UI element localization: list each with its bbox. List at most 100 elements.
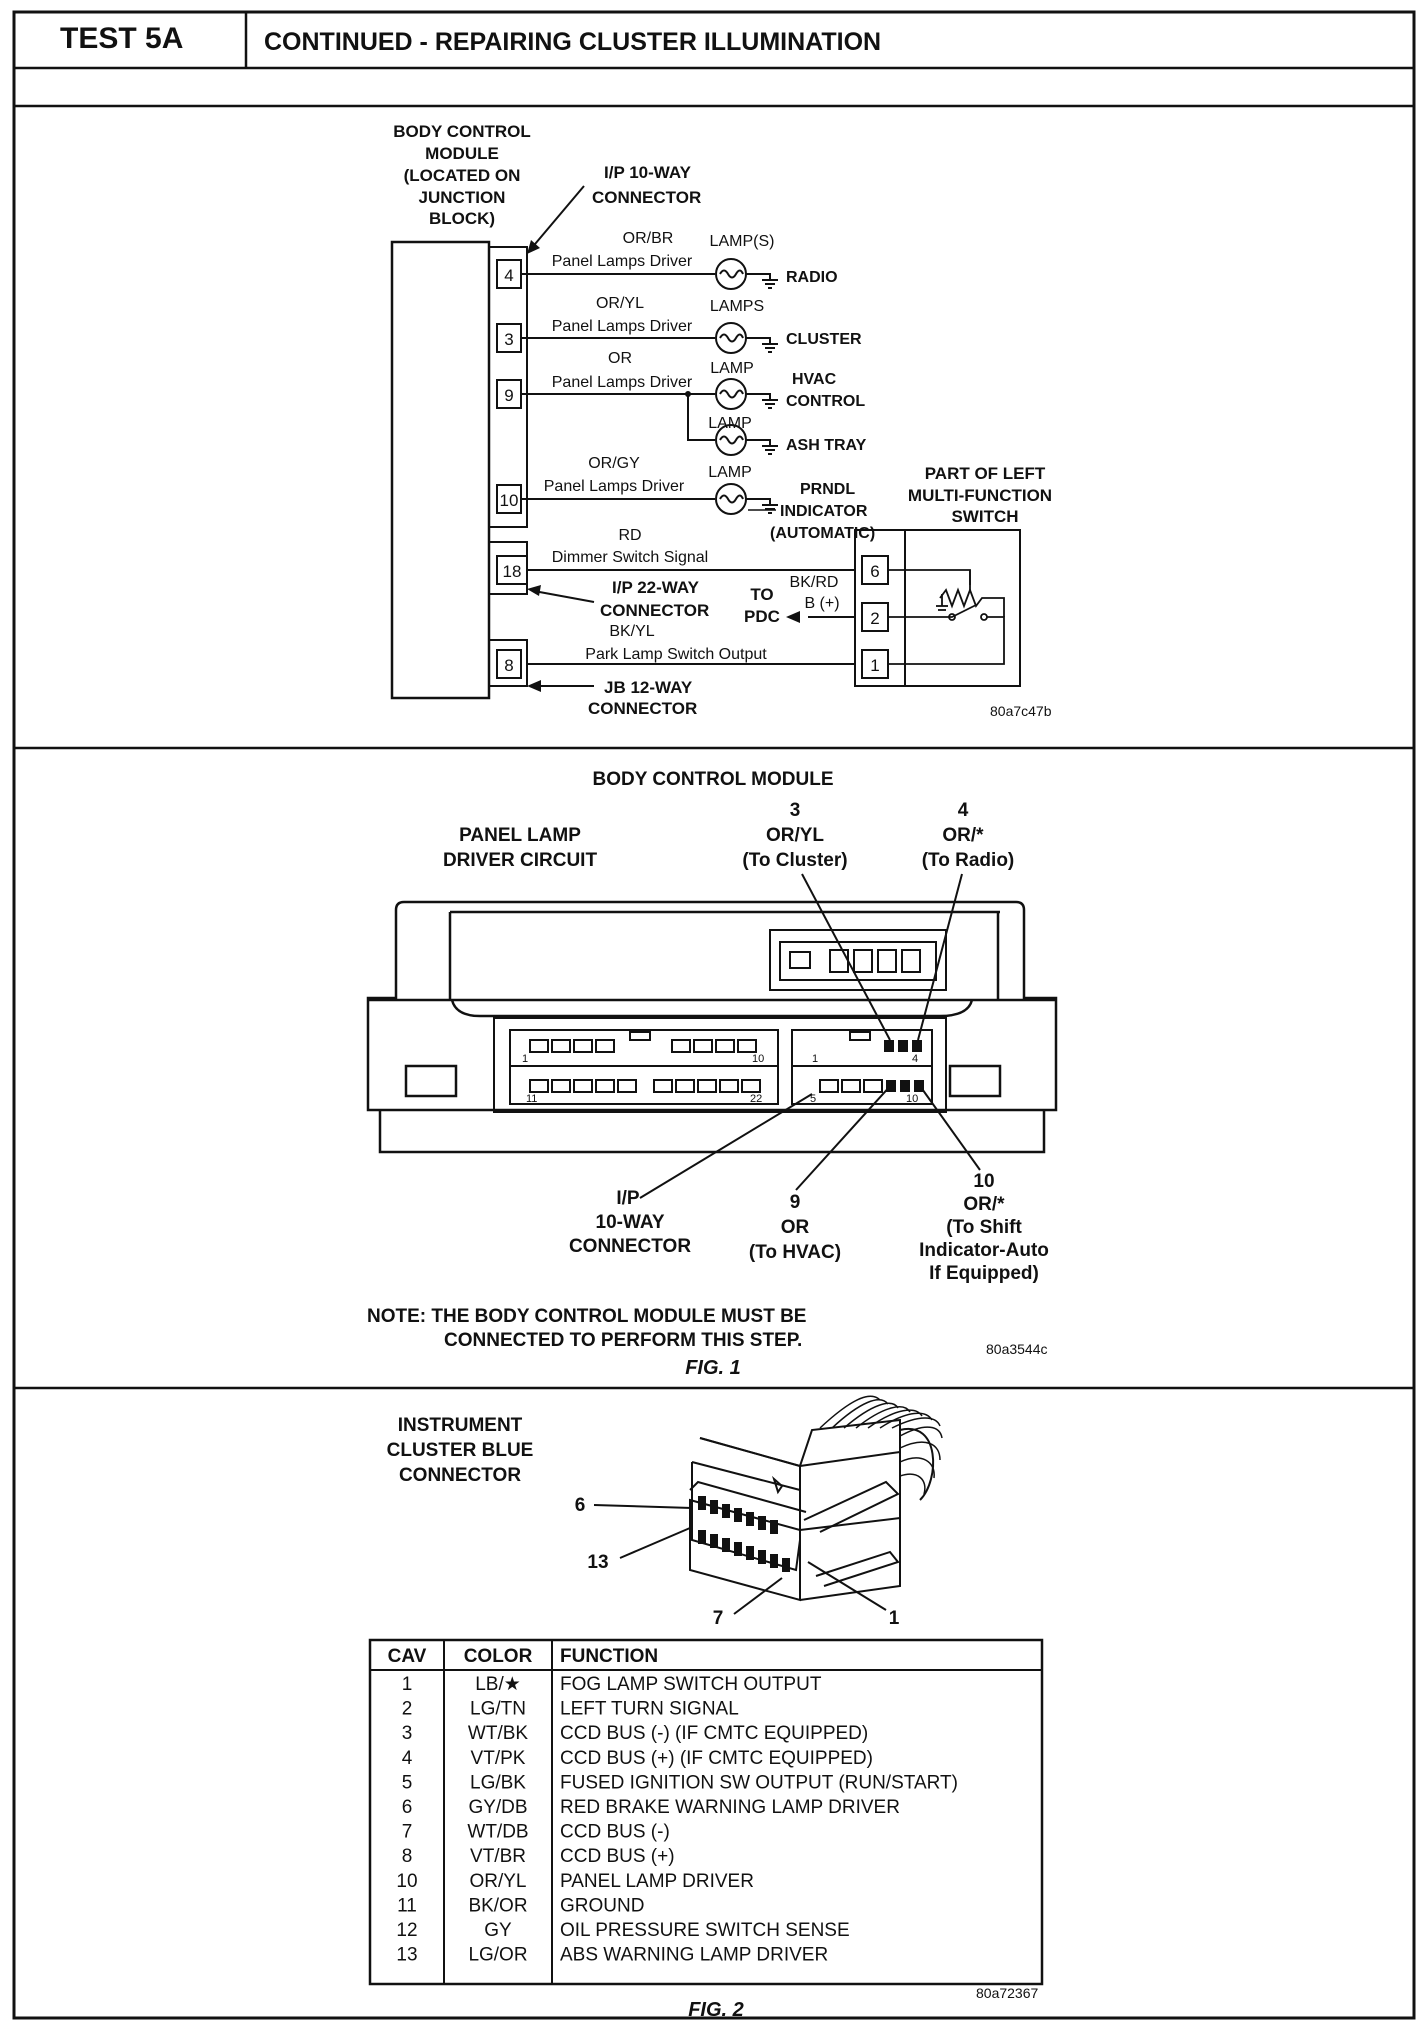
table-cell-function: LEFT TURN SIGNAL	[560, 1699, 739, 1720]
fig2-connector-illustration: INSTRUMENT CLUSTER BLUE CONNECTOR	[368, 1395, 1044, 2021]
table-cell-color: LG/BK	[470, 1772, 526, 1793]
fig1-note: NOTE: THE BODY CONTROL MODULE MUST BE CO…	[367, 1306, 806, 1351]
svg-text:SWITCH: SWITCH	[951, 507, 1018, 526]
table-cell-color: LG/OR	[468, 1945, 527, 1966]
wiring-diagram: BODY CONTROL MODULE (LOCATED ON JUNCTION…	[390, 122, 1052, 719]
table-cell-function: CCD BUS (+)	[560, 1846, 675, 1867]
table-cell-cav: 13	[396, 1945, 417, 1966]
svg-text:4: 4	[958, 800, 969, 821]
jb12-label: JB 12-WAY CONNECTOR	[588, 678, 697, 718]
svg-text:10: 10	[500, 491, 519, 510]
pin-callout-numbers: 6 13 7 1	[575, 1495, 900, 1629]
svg-text:Indicator-Auto: Indicator-Auto	[919, 1240, 1049, 1261]
svg-text:1: 1	[870, 656, 879, 675]
svg-text:RADIO: RADIO	[786, 269, 838, 286]
svg-text:8: 8	[504, 656, 513, 675]
switch-label: PART OF LEFT MULTI-FUNCTION SWITCH	[908, 464, 1052, 526]
table-cell-color: VT/BR	[470, 1846, 526, 1867]
svg-text:9: 9	[790, 1192, 801, 1213]
svg-text:CONNECTOR: CONNECTOR	[569, 1236, 691, 1257]
table-cell-cav: 5	[402, 1772, 413, 1793]
svg-text:OR: OR	[608, 350, 632, 367]
table-cell-function: PANEL LAMP DRIVER	[560, 1871, 754, 1892]
svg-text:OR/GY: OR/GY	[588, 455, 640, 472]
svg-text:(To Cluster): (To Cluster)	[742, 850, 847, 871]
svg-text:Panel Lamps Driver: Panel Lamps Driver	[552, 374, 693, 391]
ip22-label: I/P 22-WAY CONNECTOR	[600, 578, 709, 620]
svg-text:PANEL LAMP: PANEL LAMP	[459, 825, 581, 846]
svg-text:3: 3	[790, 800, 801, 821]
fig1-caption: FIG. 1	[685, 1357, 741, 1379]
svg-text:2: 2	[870, 609, 879, 628]
svg-text:I/P 22-WAY: I/P 22-WAY	[612, 578, 700, 597]
svg-text:(LOCATED ON: (LOCATED ON	[404, 166, 521, 185]
svg-text:LAMPS: LAMPS	[710, 298, 764, 315]
svg-text:4: 4	[912, 1053, 918, 1065]
switch-body	[904, 529, 1021, 687]
svg-text:9: 9	[504, 386, 513, 405]
ip10-arrowhead	[527, 240, 540, 254]
ip22-arrow	[533, 590, 595, 603]
fig2-caption: FIG. 2	[688, 1999, 744, 2021]
test-id: TEST 5A	[60, 22, 183, 55]
svg-text:OR/YL: OR/YL	[766, 825, 824, 846]
svg-text:CONNECTOR: CONNECTOR	[399, 1465, 521, 1486]
page-frame	[12, 10, 1416, 2020]
svg-text:JB 12-WAY: JB 12-WAY	[604, 678, 693, 697]
svg-text:LAMP: LAMP	[708, 415, 752, 432]
svg-text:Dimmer Switch Signal: Dimmer Switch Signal	[552, 549, 708, 566]
svg-text:RD: RD	[618, 527, 641, 544]
callout-3: 3 OR/YL (To Cluster)	[742, 800, 847, 871]
svg-text:NOTE: THE BODY CONTROL MODULE: NOTE: THE BODY CONTROL MODULE MUST BE	[367, 1306, 806, 1327]
table-cell-cav: 12	[396, 1920, 417, 1941]
connector-10way-block	[488, 246, 528, 528]
table-cell-cav: 7	[402, 1822, 413, 1843]
svg-text:FUNCTION: FUNCTION	[560, 1646, 658, 1667]
table-cell-cav: 1	[402, 1674, 413, 1695]
svg-text:HVAC: HVAC	[792, 371, 837, 388]
fig1-bcm-illustration: BODY CONTROL MODULE PANEL LAMP DRIVER CI…	[366, 769, 1058, 1379]
panel-lamp-label: PANEL LAMP DRIVER CIRCUIT	[443, 825, 598, 871]
load-labels: RADIO CLUSTER HVAC CONTROL ASH TRAY PRND…	[770, 269, 875, 542]
svg-text:If Equipped): If Equipped)	[929, 1263, 1039, 1284]
svg-text:LAMP(S): LAMP(S)	[710, 233, 775, 250]
table-cell-color: WT/BK	[468, 1723, 528, 1744]
svg-text:CONNECTOR: CONNECTOR	[600, 601, 709, 620]
svg-text:CONNECTED TO PERFORM THIS STEP: CONNECTED TO PERFORM THIS STEP.	[444, 1330, 802, 1351]
svg-text:CONNECTOR: CONNECTOR	[592, 188, 701, 207]
table-cell-function: RED BRAKE WARNING LAMP DRIVER	[560, 1797, 900, 1818]
table-cell-color: OR/YL	[469, 1871, 526, 1892]
table-cell-function: GROUND	[560, 1895, 644, 1916]
table-cell-color: BK/OR	[468, 1895, 527, 1916]
to-pdc-label: TO PDC	[744, 585, 780, 626]
svg-text:(AUTOMATIC): (AUTOMATIC)	[770, 525, 875, 542]
svg-text:JUNCTION: JUNCTION	[419, 188, 506, 207]
to-pdc-arrowhead	[786, 611, 800, 623]
wire-labels: OR/BR Panel Lamps Driver OR/YL Panel Lam…	[544, 230, 840, 663]
svg-text:PRNDL: PRNDL	[800, 481, 855, 498]
svg-text:Panel Lamps Driver: Panel Lamps Driver	[544, 478, 685, 495]
svg-text:6: 6	[575, 1495, 586, 1516]
page-title: CONTINUED - REPAIRING CLUSTER ILLUMINATI…	[264, 28, 881, 56]
callout-4: 4 OR/* (To Radio)	[922, 800, 1015, 871]
svg-text:(To Radio): (To Radio)	[922, 850, 1015, 871]
svg-text:10: 10	[906, 1093, 918, 1105]
svg-text:BODY CONTROL: BODY CONTROL	[393, 122, 531, 141]
cluster-connector-drawing	[689, 1418, 935, 1602]
switch-pins: 6 2 1	[861, 555, 889, 679]
table-cell-function: FOG LAMP SWITCH OUTPUT	[560, 1674, 822, 1695]
svg-text:CAV: CAV	[388, 1646, 427, 1667]
svg-text:INSTRUMENT: INSTRUMENT	[398, 1415, 523, 1436]
table-cell-cav: 8	[402, 1846, 413, 1867]
connector-cavities	[698, 1496, 790, 1572]
svg-text:DRIVER CIRCUIT: DRIVER CIRCUIT	[443, 850, 598, 871]
bcm-pin-cells: 4 3 9 10 18 8	[496, 259, 528, 679]
svg-text:Panel Lamps Driver: Panel Lamps Driver	[552, 318, 693, 335]
svg-text:3: 3	[504, 330, 513, 349]
